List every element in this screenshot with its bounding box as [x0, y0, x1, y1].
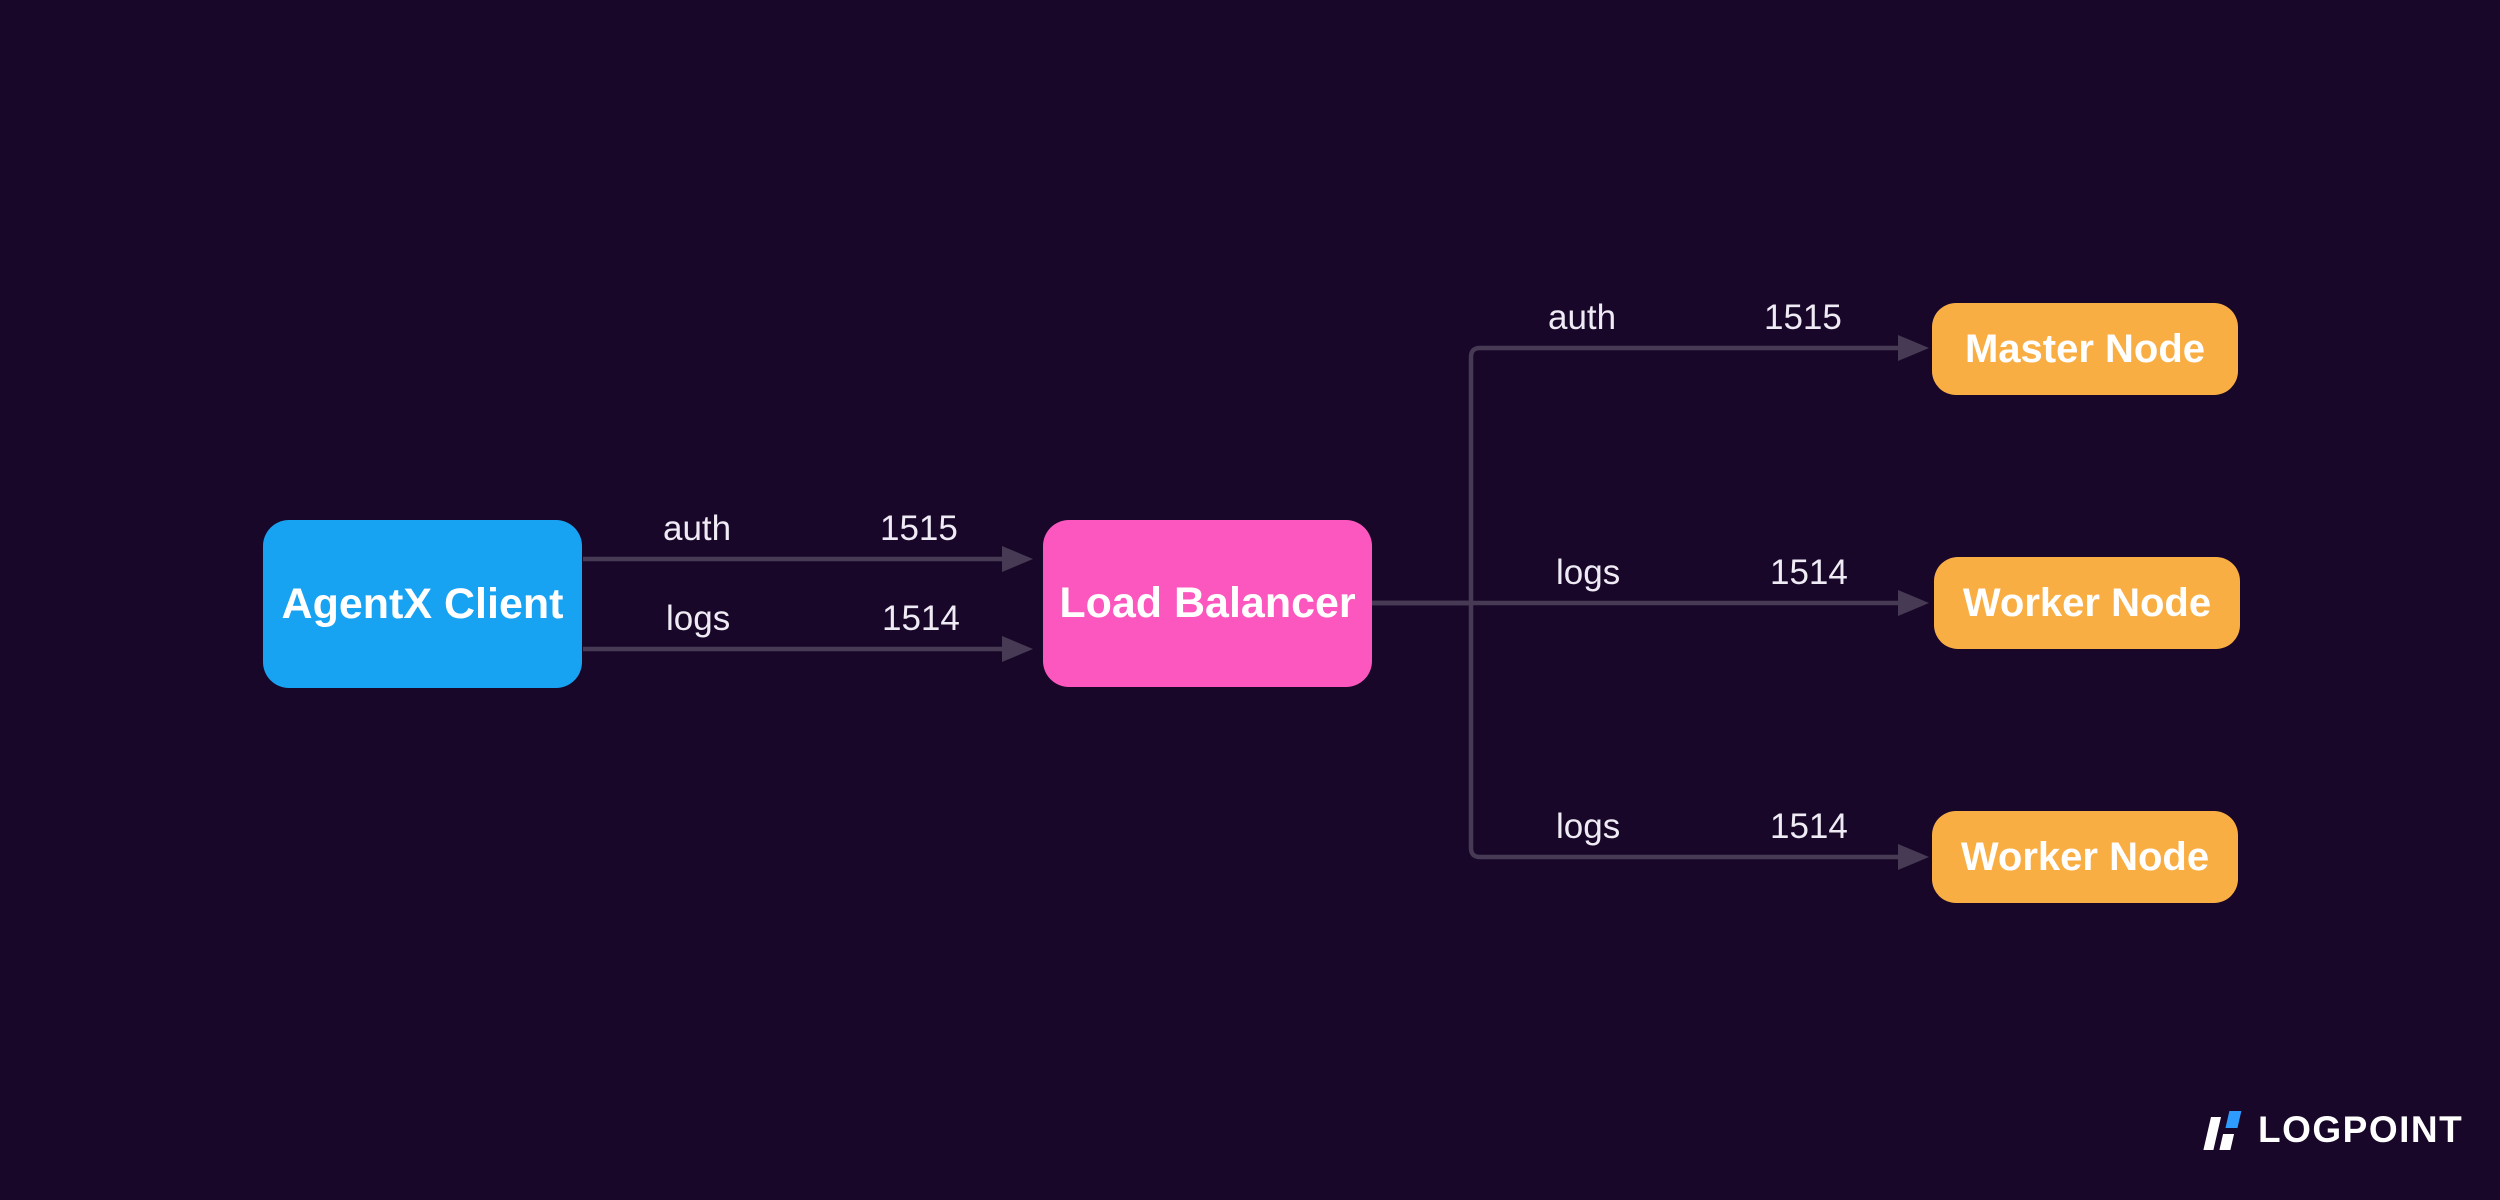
node-master: Master Node: [1932, 303, 2238, 395]
edge-logs-to-worker1-arrowhead: [1898, 590, 1929, 616]
edge-label-port: 1515: [880, 509, 958, 548]
edge-auth-to-lb-arrowhead: [1002, 546, 1033, 572]
node-load-balancer-label: Load Balancer: [1059, 579, 1356, 627]
edge-label-protocol: logs: [1556, 807, 1621, 846]
logo-bar-right-top: [2225, 1111, 2242, 1128]
logpoint-slashes-icon: [2199, 1108, 2247, 1152]
node-load-balancer: Load Balancer: [1043, 520, 1372, 687]
node-worker-1: Worker Node: [1934, 557, 2240, 649]
edge-label-protocol: logs: [1556, 553, 1621, 592]
edge-label-port: 1514: [882, 599, 960, 638]
node-worker-1-label: Worker Node: [1962, 580, 2212, 625]
node-master-label: Master Node: [1964, 326, 2206, 371]
logo-bar-right-bottom: [2219, 1134, 2235, 1150]
edge-auth-to-master-arrowhead: [1898, 335, 1929, 361]
node-agentx-client: AgentX Client: [263, 520, 582, 688]
edge-auth-to-master-line: [1372, 345, 1898, 606]
edge-label-protocol: auth: [1548, 298, 1617, 337]
node-agentx-client-label: AgentX Client: [281, 579, 564, 628]
edge-label-protocol: auth: [663, 509, 732, 548]
edge-label-protocol: logs: [666, 599, 731, 638]
logo-wordmark: LOGPOINT: [2258, 1109, 2464, 1150]
edge-logs-to-lb-arrowhead: [1002, 636, 1033, 662]
node-worker-2: Worker Node: [1932, 811, 2238, 903]
logpoint-logo: LOGPOINT: [2203, 1108, 2464, 1152]
edge-label-port: 1514: [1770, 553, 1848, 592]
edge-logs-to-worker2-arrowhead: [1898, 844, 1929, 870]
edge-logs-to-worker2-line: [1372, 600, 1898, 860]
edge-label-port: 1514: [1770, 807, 1848, 846]
edge-label-port: 1515: [1764, 298, 1842, 337]
logo-bar-left: [2203, 1117, 2222, 1150]
node-worker-2-label: Worker Node: [1960, 834, 2210, 879]
